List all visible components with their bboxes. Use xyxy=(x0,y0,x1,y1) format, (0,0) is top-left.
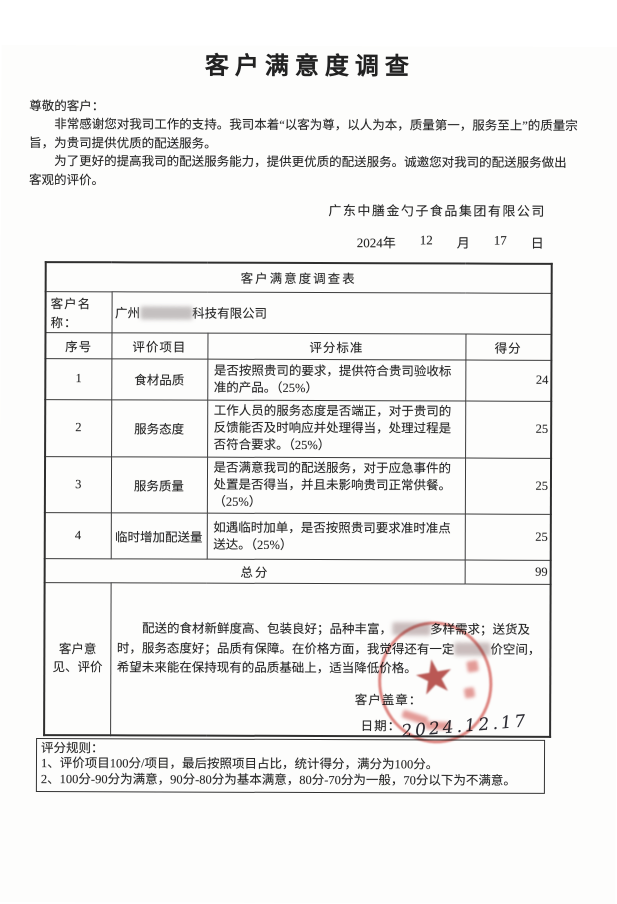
date-day-label: 日 xyxy=(530,235,544,251)
page-title: 客户满意度调查 xyxy=(204,53,415,81)
column-header-no: 序号 xyxy=(45,332,112,359)
client-name-row: 客户名称： 广州 科技有限公司 xyxy=(45,291,552,335)
row-score: 25 xyxy=(464,457,552,515)
opinion-text: 配送的食材新鲜度高、包装良好；品种丰富，多样需求；送货及时，服务态度好；品质有保… xyxy=(117,620,544,680)
opinion-part-1: 配送的食材新鲜度高、包装良好；品种丰富， xyxy=(141,621,392,637)
intro-section: 尊敬的客户： 非常感谢您对我司工作的支持。我司本着“以客为尊，以人为本，质量第一… xyxy=(29,97,578,191)
scoring-rule-2: 2、100分-90分为满意，90分-80分为基本满意，80分-70分为一般，70… xyxy=(40,771,516,788)
date-year: 2024年 xyxy=(356,235,396,251)
table-title: 客户满意度调查表 xyxy=(45,261,552,294)
total-row: 总分 99 xyxy=(44,558,551,585)
table-title-row: 客户满意度调查表 xyxy=(45,261,552,294)
row-item: 食材品质 xyxy=(111,358,208,401)
table-row: 4 临时增加配送量 如遇临时加单，是否按照贵司要求准时准点送达。（25%） 25 xyxy=(44,512,551,561)
row-no: 2 xyxy=(45,399,112,457)
redaction-blur xyxy=(140,306,193,320)
date-day-value: 17 xyxy=(493,232,507,248)
date-month-value: 12 xyxy=(419,232,433,248)
row-item: 临时增加配送量 xyxy=(110,513,207,560)
total-label: 总分 xyxy=(44,558,465,585)
handwritten-date: 2024.12.17 xyxy=(400,710,530,742)
row-no: 3 xyxy=(44,456,112,514)
client-name-prefix: 广州 xyxy=(115,306,141,321)
row-criteria: 工作人员的服务态度是否端正，对于贵司的反馈能否及时响应并处理得当，处理过程是否符… xyxy=(207,400,466,458)
opinion-cell: 配送的食材新鲜度高、包装良好；品种丰富，多样需求；送货及时，服务态度好；品质有保… xyxy=(110,583,551,742)
client-name-suffix: 科技有限公司 xyxy=(192,306,268,322)
row-item: 服务态度 xyxy=(111,399,208,457)
scanned-survey-document: 客户满意度调查 尊敬的客户： 非常感谢您对我司工作的支持。我司本着“以客为尊，以… xyxy=(0,44,617,904)
salutation: 尊敬的客户： xyxy=(29,99,105,114)
row-criteria: 如遇临时加单，是否按照贵司要求准时准点送达。（25%） xyxy=(206,513,465,561)
column-header-item: 评价项目 xyxy=(111,332,208,360)
table-row: 1 食材品质 是否按照贵司的要求，提供符合贵司验收标准的产品。（25%） 24 xyxy=(45,358,552,402)
opinion-row: 客户意见、评价 配送的食材新鲜度高、包装良好；品种丰富，多样需求；送货及时，服务… xyxy=(44,582,551,742)
client-name-label: 客户名称： xyxy=(45,291,112,333)
date-month-label: 月 xyxy=(456,235,470,251)
customer-stamp-label: 客户盖章： xyxy=(354,692,423,707)
scoring-rule-1: 1、评价项目100分/项目，最后按照项目占比，统计得分，满分为100分。 xyxy=(40,756,439,772)
signature-date-label: 日期： xyxy=(360,718,402,733)
redaction-blur xyxy=(454,642,491,656)
intro-paragraph-2: 为了更好的提高我司的配送服务能力，提供更优质的配送服务。诚邀您对我司的配送服务做… xyxy=(29,154,567,187)
intro-paragraph-1: 非常感谢您对我司工作的支持。我司本着“以客为尊，以人为本，质量第一，服务至上”的… xyxy=(29,117,578,151)
table-row: 2 服务态度 工作人员的服务态度是否端正，对于贵司的反馈能否及时响应并处理得当，… xyxy=(45,399,552,458)
row-criteria: 是否按照贵司的要求，提供符合贵司验收标准的产品。（25%） xyxy=(207,359,466,401)
row-criteria: 是否满意我司的配送服务，对于应急事件的处置是否得当，并且未影响贵司正常供餐。（2… xyxy=(206,456,466,515)
survey-table: 客户满意度调查表 客户名称： 广州科技有限公司 序号 评价项目 评分标准 得分 … xyxy=(43,260,553,742)
signature-date-line: 日期：2024.12.17 xyxy=(360,711,550,742)
row-no: 1 xyxy=(45,358,112,400)
row-score: 25 xyxy=(464,514,551,561)
scoring-rules-box: 评分规则： 1、评价项目100分/项目，最后按照项目占比，统计得分，满分为100… xyxy=(35,737,546,794)
table-row: 3 服务质量 是否满意我司的配送服务，对于应急事件的处置是否得当，并且未影响贵司… xyxy=(44,456,552,515)
row-score: 24 xyxy=(465,359,552,402)
column-header-criteria: 评分标准 xyxy=(207,333,466,360)
client-name-value: 广州 科技有限公司 xyxy=(111,291,552,335)
row-score: 25 xyxy=(465,400,552,458)
scoring-rules-title: 评分规则： xyxy=(41,740,104,755)
opinion-label: 客户意见、评价 xyxy=(44,582,111,735)
column-header-score: 得分 xyxy=(465,333,552,361)
table-header-row: 序号 评价项目 评分标准 得分 xyxy=(45,332,552,361)
row-no: 4 xyxy=(44,512,111,560)
total-score: 99 xyxy=(464,560,551,585)
redaction-blur xyxy=(391,622,430,636)
date-line: 2024年 12 月 17 日 xyxy=(1,231,617,252)
company-name: 广东中膳金勺子食品集团有限公司 xyxy=(328,202,546,219)
row-item: 服务质量 xyxy=(110,456,208,514)
